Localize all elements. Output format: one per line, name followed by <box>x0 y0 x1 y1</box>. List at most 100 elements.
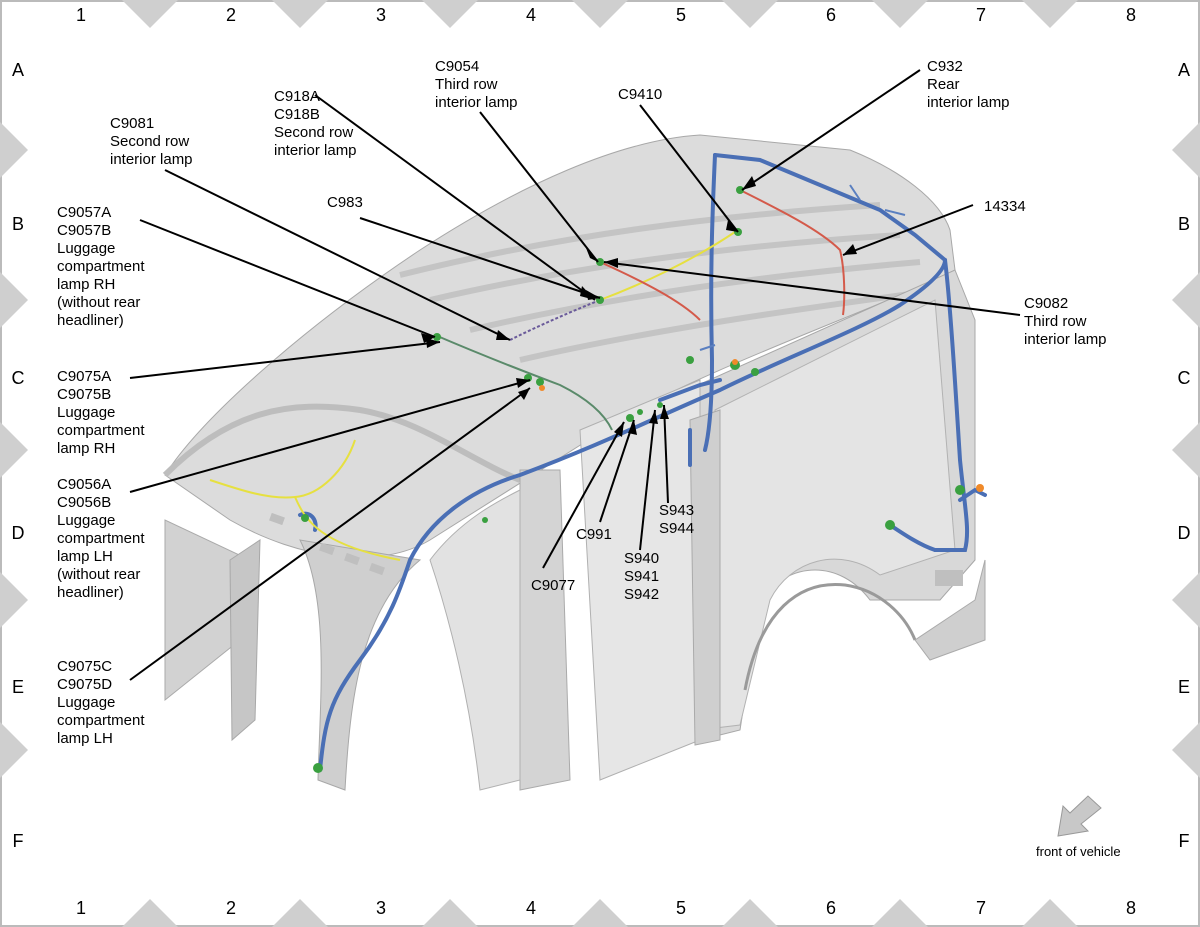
callout-line: interior lamp <box>927 94 1010 111</box>
callout-line: S941 <box>624 568 660 585</box>
callout-c9077: C9077 <box>531 577 575 595</box>
callout-line: C9054 <box>435 58 480 75</box>
grid-col-3-bottom: 3 <box>375 898 386 918</box>
callout-line: C9075B <box>57 386 112 403</box>
front-of-vehicle-arrow-icon <box>1057 795 1102 837</box>
callout-line: C9410 <box>618 86 663 103</box>
callout-line: C9077 <box>531 577 576 594</box>
grid-row-e-left: E <box>11 677 24 697</box>
callout-line: C9057B <box>57 222 112 239</box>
grid-row-c-left: C <box>11 368 25 388</box>
vehicle-body <box>162 134 986 791</box>
callout-line: S940 <box>624 550 660 567</box>
grid-col-7-top: 7 <box>975 5 986 25</box>
grid-row-d-left: D <box>11 523 25 543</box>
callout-c983: C983 <box>327 194 363 212</box>
callout-line: Rear <box>927 76 960 93</box>
callout-line: S944 <box>659 520 695 537</box>
callout-line: C9075A <box>57 368 112 385</box>
callout-line: compartment <box>57 258 145 275</box>
grid-col-6-top: 6 <box>825 5 836 25</box>
grid-col-8-bottom: 8 <box>1125 898 1136 918</box>
callout-line: 14334 <box>984 198 1026 215</box>
harness-thin-blue <box>699 184 906 351</box>
grid-markers-top <box>122 0 1078 28</box>
callout-line: C918B <box>274 106 320 123</box>
callout-line: compartment <box>57 530 145 547</box>
callout-line: Luggage <box>57 240 116 257</box>
callout-line: S942 <box>624 586 660 603</box>
grid-row-b-right: B <box>1177 214 1190 234</box>
callout-line: C918A <box>274 88 320 105</box>
harness-purple <box>509 299 601 341</box>
grid-markers-bottom <box>122 899 1078 927</box>
front-of-vehicle-label: front of vehicle <box>1036 844 1121 859</box>
orange-connectors <box>539 359 984 492</box>
callout-line: C983 <box>327 194 363 211</box>
grid-col-4-top: 4 <box>525 5 536 25</box>
grid-row-f-left: F <box>12 831 24 851</box>
grid-row-e-right: E <box>1177 677 1190 697</box>
callout-line: lamp LH <box>57 548 113 565</box>
callout-line: Luggage <box>57 694 116 711</box>
grid-col-8-top: 8 <box>1125 5 1136 25</box>
callout-c932: C932 Rear interior lamp <box>927 58 1010 112</box>
callout-line: C9056B <box>57 494 112 511</box>
grid-col-4-bottom: 4 <box>525 898 536 918</box>
grid-row-a-right: A <box>1177 60 1190 80</box>
callout-c9410: C9410 <box>618 86 662 104</box>
leader-lines <box>129 69 1021 681</box>
grid-col-5-bottom: 5 <box>675 898 686 918</box>
grid-markers-left <box>0 122 28 778</box>
callout-s943: S943 S944 <box>659 502 694 538</box>
callout-line: (without rear <box>57 294 141 311</box>
grid-col-1-top: 1 <box>75 5 86 25</box>
callout-line: Third row <box>435 76 498 93</box>
grid-row-b-left: B <box>11 214 24 234</box>
harness-green <box>434 334 613 431</box>
leader-arrowheads <box>421 176 857 437</box>
harness-yellow <box>209 231 736 561</box>
callout-line: S943 <box>659 502 695 519</box>
callout-line: C9075D <box>57 676 113 693</box>
callout-c9054: C9054 Third row interior lamp <box>435 58 518 112</box>
callout-line: C9081 <box>110 115 155 132</box>
callout-line: headliner) <box>57 584 124 601</box>
callout-line: interior lamp <box>435 94 518 111</box>
grid-col-2-bottom: 2 <box>225 898 236 918</box>
callout-c9056: C9056A C9056B Luggage compartment lamp L… <box>57 476 145 602</box>
callout-line: lamp RH <box>57 440 116 457</box>
callout-line: interior lamp <box>1024 331 1107 348</box>
callout-line: C932 <box>927 58 963 75</box>
callout-line: C9056A <box>57 476 112 493</box>
callout-line: compartment <box>57 422 145 439</box>
grid-col-5-top: 5 <box>675 5 686 25</box>
callout-line: Luggage <box>57 512 116 529</box>
callout-c9082: C9082 Third row interior lamp <box>1024 295 1107 349</box>
harness-red <box>599 189 846 321</box>
callout-line: lamp LH <box>57 730 113 747</box>
grid-col-6-bottom: 6 <box>825 898 836 918</box>
callout-c9075cd: C9075C C9075D Luggage compartment lamp L… <box>57 658 145 748</box>
grid-row-f-right: F <box>1178 831 1190 851</box>
callout-line: headliner) <box>57 312 124 329</box>
callout-c9075ab: C9075A C9075B Luggage compartment lamp R… <box>57 368 145 458</box>
callout-line: Third row <box>1024 313 1087 330</box>
callout-c9081: C9081 Second row interior lamp <box>110 115 193 169</box>
callout-c918: C918A C918B Second row interior lamp <box>274 88 357 160</box>
grid-col-3-top: 3 <box>375 5 386 25</box>
grid-markers-right <box>1172 122 1200 778</box>
grid-col-1-bottom: 1 <box>75 898 86 918</box>
grid-col-7-bottom: 7 <box>975 898 986 918</box>
callout-line: Second row <box>274 124 354 141</box>
callout-c991: C991 <box>576 526 612 544</box>
grid-col-2-top: 2 <box>225 5 236 25</box>
harness-blue <box>298 153 987 772</box>
callout-line: lamp RH <box>57 276 116 293</box>
callout-line: Luggage <box>57 404 116 421</box>
callout-line: interior lamp <box>274 142 357 159</box>
callout-line: C9075C <box>57 658 113 675</box>
callout-line: Second row <box>110 133 190 150</box>
